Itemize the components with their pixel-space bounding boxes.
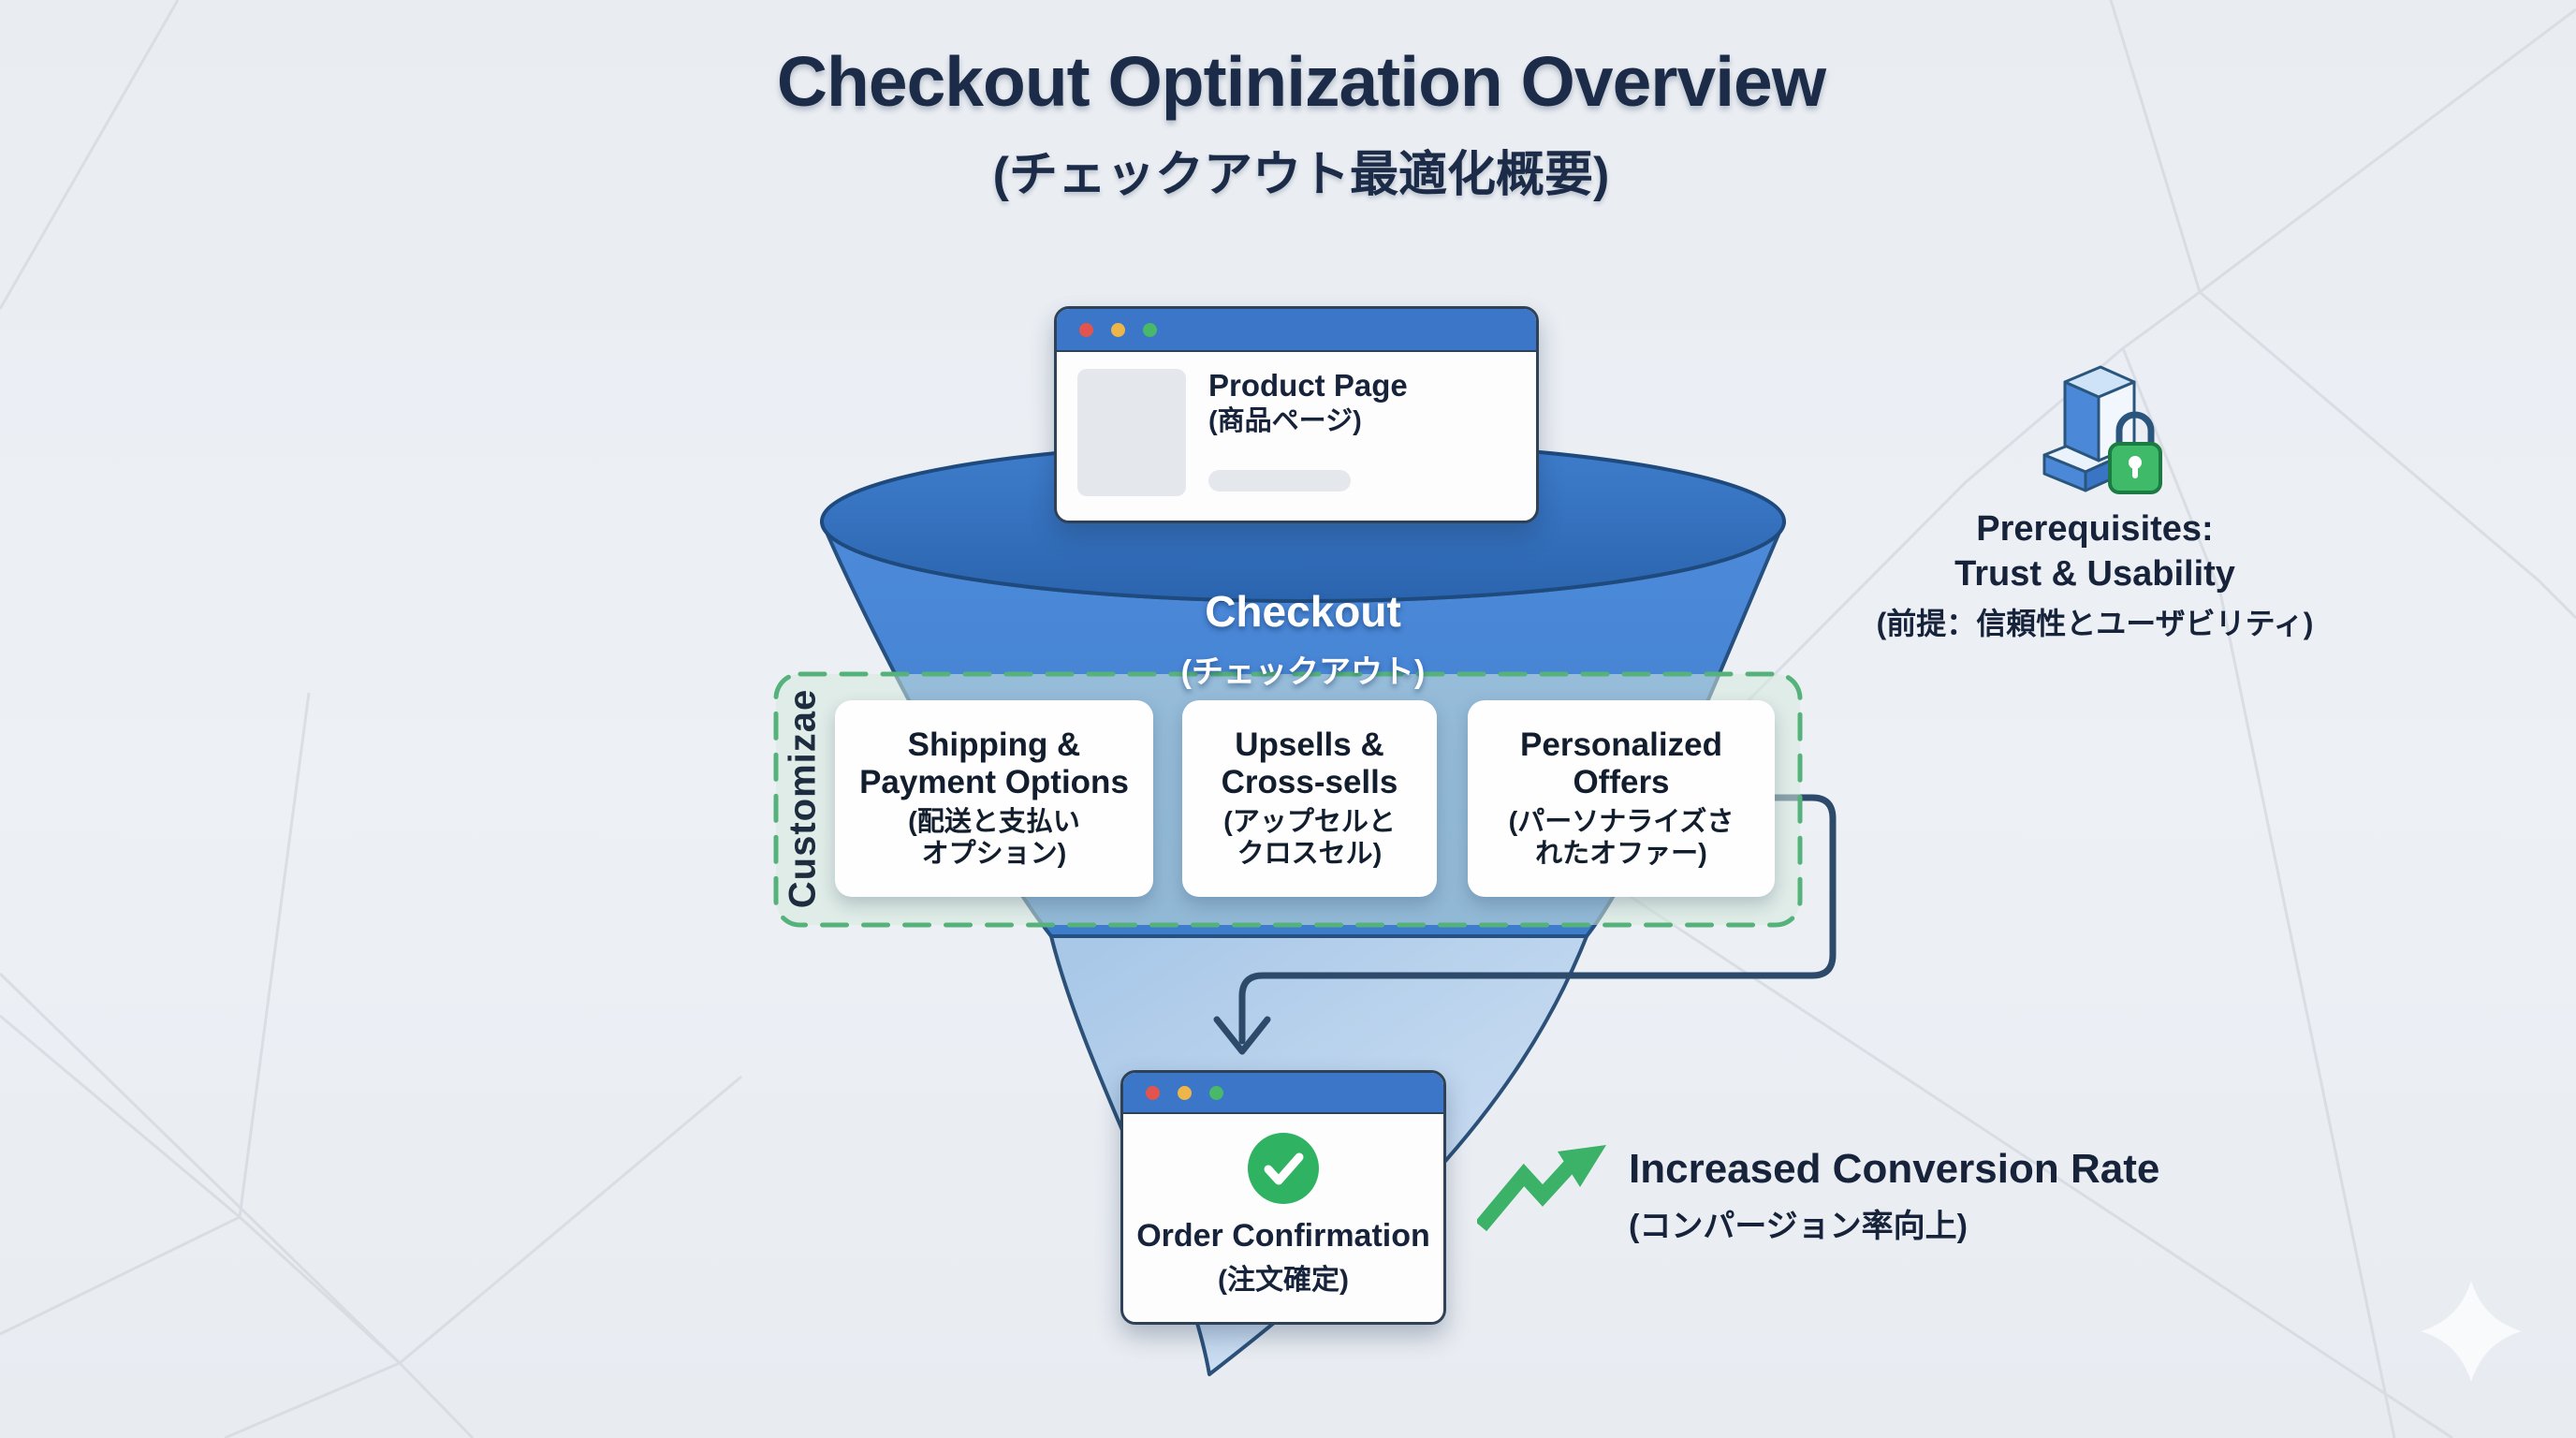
window-titlebar	[1057, 309, 1536, 352]
minimize-icon	[1111, 322, 1125, 337]
card-subtitle: (パーソナライズさ れたオファー)	[1508, 807, 1734, 870]
card-title: Shipping & Payment Options	[859, 726, 1129, 801]
image-placeholder	[1077, 369, 1186, 496]
result-title: Increased Conversion Rate	[1629, 1146, 2160, 1192]
prerequisites-block: Prerequisites: Trust & Usability (前提：信頼性…	[1833, 507, 2357, 642]
page-header: Checkout Optinization Overview (チェックアウト最…	[0, 41, 2576, 205]
connector-arrow	[1213, 794, 1837, 1055]
result-block: Increased Conversion Rate (コンパージョン率向上)	[1629, 1146, 2247, 1246]
card-title: Personalized Offers	[1520, 726, 1722, 801]
arrowhead-icon	[1213, 1016, 1271, 1055]
result-subtitle-ja: (コンパージョン率向上)	[1629, 1209, 1968, 1244]
order-confirmation-window: Order Confirmation (注文確定)	[1120, 1070, 1446, 1325]
growth-arrow-icon	[1477, 1145, 1606, 1232]
page-subtitle: (チェックアウト最適化概要)	[992, 148, 1610, 202]
product-page-label: Product Page (商品ページ)	[1208, 368, 1408, 436]
customize-group-label: Customizae	[782, 688, 824, 909]
card-subtitle: (配送と支払い オプション)	[908, 807, 1080, 870]
funnel-label-en: Checkout	[1205, 587, 1401, 636]
window-body: Product Page (商品ページ)	[1057, 352, 1536, 521]
card-subtitle: (アップセルと クロスセル)	[1223, 807, 1396, 870]
minimize-icon	[1178, 1085, 1192, 1100]
text-placeholder-bar	[1208, 470, 1351, 492]
card-upsells-cross-sells: Upsells & Cross-sells (アップセルと クロスセル)	[1182, 700, 1437, 897]
page-title: Checkout Optinization Overview	[776, 42, 1826, 121]
close-icon	[1079, 322, 1093, 337]
funnel-label-ja: (チェックアウト)	[1180, 654, 1426, 690]
card-personalized-offers: Personalized Offers (パーソナライズさ れたオファー)	[1468, 700, 1775, 897]
card-title: Upsells & Cross-sells	[1221, 726, 1398, 801]
prerequisites-subtitle-ja: (前提：信頼性とユーザビリティ)	[1876, 606, 2314, 640]
sparkle-icon	[2421, 1281, 2522, 1382]
funnel-label: Checkout (チェックアウト)	[1022, 586, 1584, 692]
close-icon	[1146, 1085, 1160, 1100]
window-body: Order Confirmation (注文確定)	[1123, 1114, 1443, 1298]
order-confirmation-subtitle: (注文確定)	[1218, 1265, 1349, 1296]
product-page-subtitle: (商品ページ)	[1208, 405, 1362, 436]
box-with-lock-icon	[2042, 365, 2162, 494]
product-page-title: Product Page	[1208, 368, 1408, 403]
prerequisites-title-line2: Trust & Usability	[1954, 553, 2235, 594]
product-page-window: Product Page (商品ページ)	[1054, 306, 1539, 523]
maximize-icon	[1209, 1085, 1223, 1100]
maximize-icon	[1143, 322, 1157, 337]
order-confirmation-title: Order Confirmation	[1136, 1218, 1430, 1254]
prerequisites-title: Prerequisites:	[1976, 509, 2214, 549]
check-circle-icon	[1248, 1133, 1319, 1204]
window-titlebar	[1123, 1073, 1443, 1114]
card-shipping-payment: Shipping & Payment Options (配送と支払い オプション…	[835, 700, 1153, 897]
